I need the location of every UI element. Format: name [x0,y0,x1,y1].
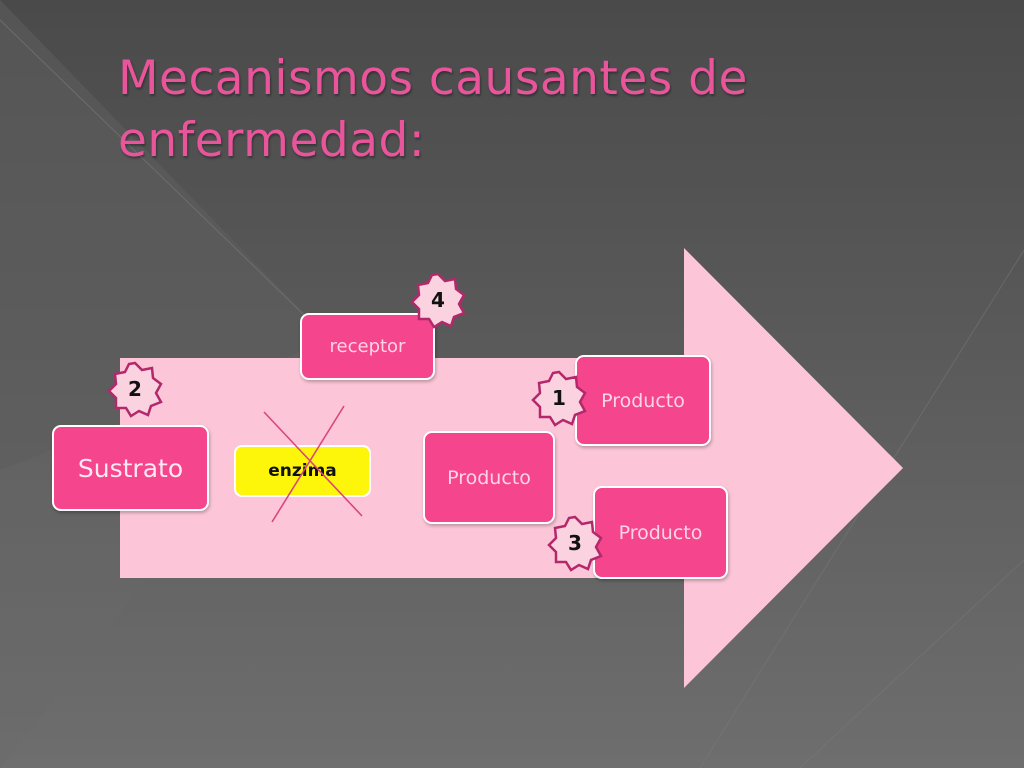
product-box-top: Producto [575,355,711,446]
badge-number: 3 [568,531,582,555]
badge-three: 3 [546,514,604,572]
product-box-middle: Producto [423,431,555,524]
seal-badge-icon [531,370,587,427]
seal-badge-icon [547,515,603,572]
product-box-bottom: Producto [593,486,728,579]
badge-number: 1 [552,386,566,410]
receptor-box: receptor [300,313,435,380]
badge-four: 4 [409,271,467,329]
badge-number: 4 [431,288,445,312]
substrate-box: Sustrato [52,425,209,511]
badge-one: 1 [530,369,588,427]
badge-number: 2 [128,377,142,401]
badge-two: 2 [106,360,164,418]
seal-badge-icon [410,272,466,329]
seal-badge-icon [107,361,163,418]
enzyme-box: enzima [234,445,371,497]
slide-title: Mecanismos causantes de enfermedad: [118,51,748,168]
